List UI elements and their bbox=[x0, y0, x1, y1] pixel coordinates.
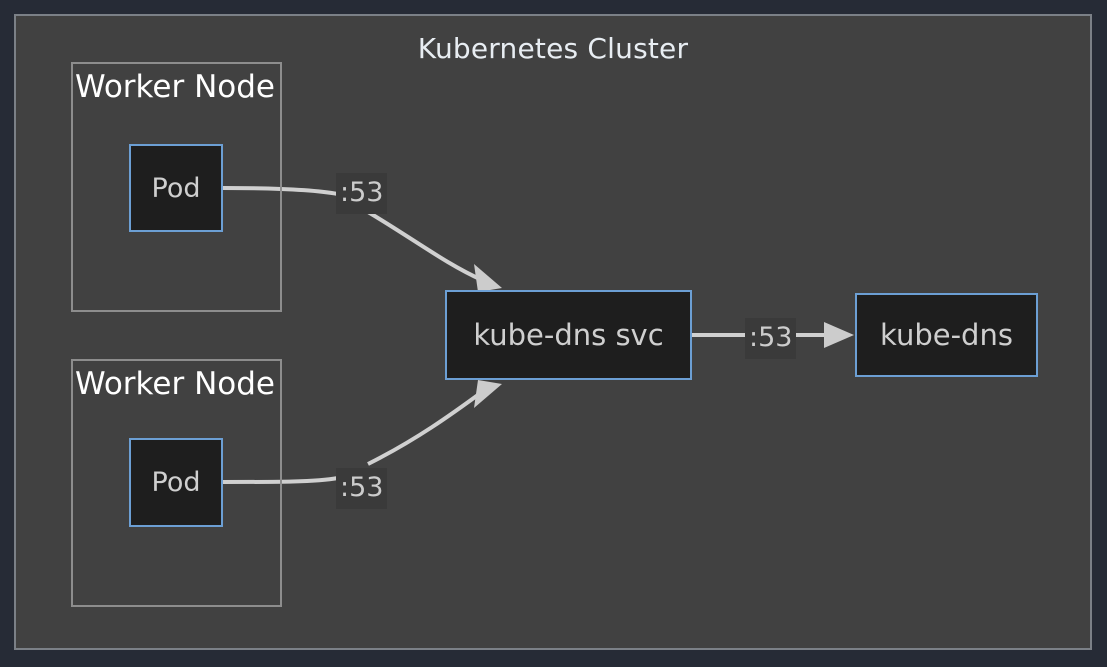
kube-dns-service-node[interactable]: kube-dns svc bbox=[445, 290, 692, 380]
edge-label-pod2-to-svc: :53 bbox=[336, 468, 388, 509]
worker-node-group-1: Worker Node bbox=[71, 62, 282, 312]
worker-node-label: Worker Node bbox=[75, 366, 275, 402]
edge-pod1-to-svc-arrowhead bbox=[474, 264, 502, 292]
edge-pod1-to-svc-curve bbox=[366, 210, 483, 282]
cluster-title: Kubernetes Cluster bbox=[417, 32, 689, 65]
edge-pod2-to-svc-arrowhead bbox=[474, 380, 502, 408]
kubernetes-cluster-container: Kubernetes Cluster Worker Node Worker No… bbox=[14, 14, 1092, 650]
pod-node-2[interactable]: Pod bbox=[129, 438, 223, 527]
pod-node-1[interactable]: Pod bbox=[129, 144, 223, 232]
edge-pod2-to-svc-curve bbox=[367, 390, 484, 466]
edge-svc-to-dns-arrowhead bbox=[824, 322, 854, 348]
kube-dns-node[interactable]: kube-dns bbox=[855, 293, 1038, 377]
edge-label-svc-to-dns: :53 bbox=[745, 318, 797, 359]
worker-node-group-2: Worker Node bbox=[71, 359, 282, 607]
worker-node-label: Worker Node bbox=[75, 69, 275, 105]
edge-label-pod1-to-svc: :53 bbox=[336, 173, 388, 214]
